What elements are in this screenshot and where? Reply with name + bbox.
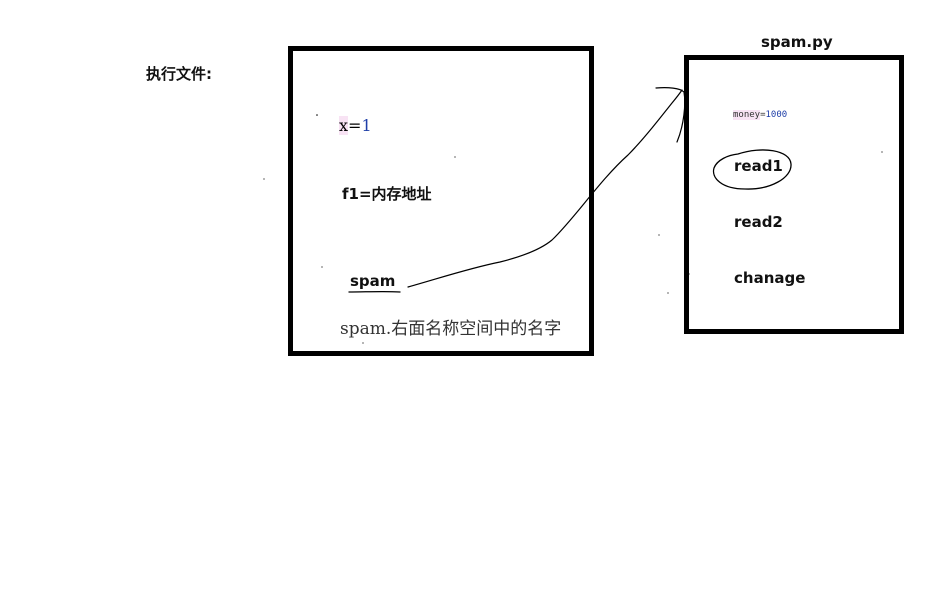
spam-to-module-arrow-stroke <box>407 89 683 288</box>
money-value: 1000 <box>765 110 788 120</box>
namespace-note: spam.右面名称空间中的名字 <box>340 319 562 339</box>
read1-function-name: read1 <box>734 157 783 175</box>
spam-py-namespace-box <box>684 55 904 334</box>
arrow-head-stroke <box>655 87 686 143</box>
exec-file-label: 执行文件: <box>146 65 212 83</box>
stray-dot <box>881 151 883 153</box>
f1-assignment: f1=内存地址 <box>342 185 432 203</box>
stray-dot <box>263 178 265 180</box>
money-assignment: money=1000 <box>733 110 787 120</box>
read2-function-name: read2 <box>734 213 783 231</box>
spam-py-title: spam.py <box>761 33 833 51</box>
money-equals-sign: = <box>760 110 766 120</box>
read1-circle-stroke <box>712 149 792 190</box>
stray-dot <box>658 234 660 236</box>
stray-dot <box>688 273 690 275</box>
stray-dot <box>321 266 323 268</box>
x-variable-name: x <box>339 116 349 135</box>
stray-dot <box>316 114 318 116</box>
executing-file-namespace-box <box>288 46 594 356</box>
x-assignment: x=1 <box>339 116 372 135</box>
chanage-function-name: chanage <box>734 269 806 287</box>
x-equals-sign: = <box>348 116 362 135</box>
stray-dot <box>362 342 364 344</box>
stray-dot <box>454 156 456 158</box>
money-variable-name: money <box>733 110 761 120</box>
x-value: 1 <box>361 116 372 135</box>
spam-module-name: spam <box>350 272 396 290</box>
stray-dot <box>667 292 669 294</box>
